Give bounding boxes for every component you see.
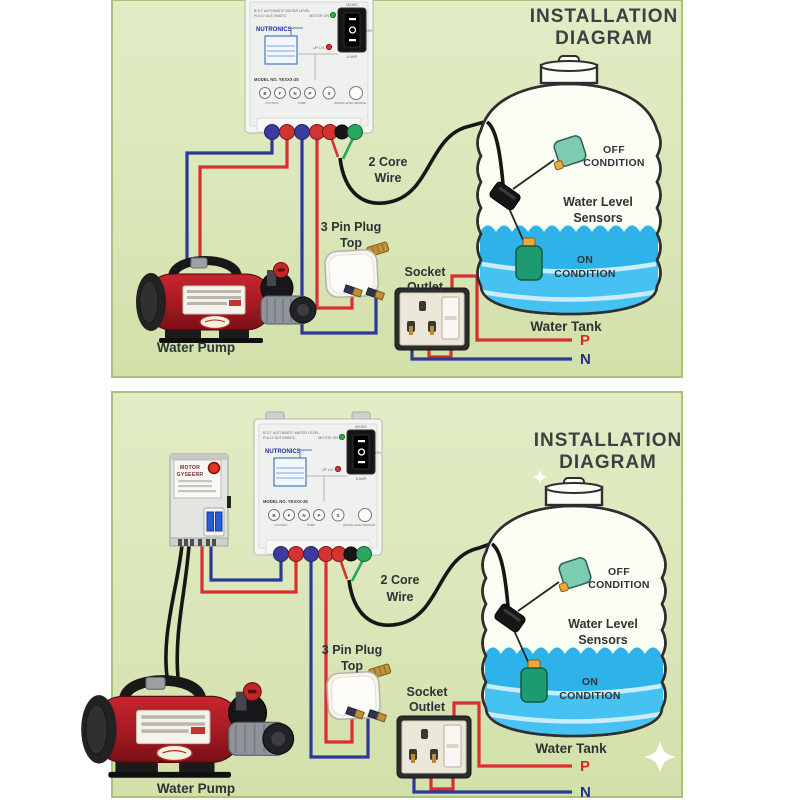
two-core-wire-label: 2 Core xyxy=(381,573,420,587)
plug-label: Top xyxy=(341,659,363,673)
phase-label: P xyxy=(580,332,590,349)
neutral-label: N xyxy=(580,784,591,800)
diagram-panel-top: INSTALLATION DIAGRAM 2 Core Wire 3 Pin P… xyxy=(111,0,683,378)
two-core-cable xyxy=(347,541,494,627)
phase-label: P xyxy=(580,758,590,775)
page-title: INSTALLATION xyxy=(530,6,679,27)
socket-jumper-wire xyxy=(427,350,453,359)
water-pump-label: Water Pump xyxy=(157,340,235,355)
pump-neutral-wire xyxy=(185,134,274,264)
plug-phase-wire xyxy=(324,556,354,744)
socket-outlet-unit xyxy=(396,715,472,779)
neutral-supply-wire xyxy=(410,350,572,361)
two-core-wire-label: 2 Core xyxy=(369,155,408,169)
plug-label: Top xyxy=(340,236,362,250)
controller-unit xyxy=(253,411,383,563)
water-pump-label: Water Pump xyxy=(157,781,235,796)
plug-neutral-wire xyxy=(300,134,378,335)
plug-label: 3 Pin Plug xyxy=(322,643,382,657)
socket-outlet-label: Outlet xyxy=(409,700,446,714)
page-title: INSTALLATION xyxy=(534,430,683,451)
starter-pump-cable xyxy=(164,544,184,685)
neutral-supply-wire xyxy=(412,778,572,794)
controller-unit xyxy=(244,0,374,141)
socket-outlet-label: Socket xyxy=(405,265,447,279)
page-title: DIAGRAM xyxy=(555,28,653,49)
two-core-cable xyxy=(338,119,489,205)
phase-supply-wire xyxy=(452,701,572,768)
pump-phase-wire xyxy=(198,134,289,264)
socket-outlet-label: Socket xyxy=(407,685,449,699)
socket-jumper-wire xyxy=(429,778,455,791)
two-core-wire-label: Wire xyxy=(387,590,414,604)
plug-neutral-wire xyxy=(309,556,370,759)
starter-phase-wire xyxy=(200,545,298,594)
starter-neutral-wire xyxy=(209,545,283,582)
motor-starter-unit xyxy=(169,453,232,547)
two-core-wire-label: Wire xyxy=(375,171,402,185)
socket-outlet-label: Outlet xyxy=(407,280,444,294)
starter-pump-cable xyxy=(175,544,191,679)
page-title: DIAGRAM xyxy=(559,452,657,473)
plug-label: 3 Pin Plug xyxy=(321,220,381,234)
plug-phase-wire xyxy=(315,134,354,310)
socket-outlet-unit xyxy=(394,287,470,351)
neutral-label: N xyxy=(580,351,591,368)
diagram-panel-bottom: INSTALLATION DIAGRAM 2 Core Wire 3 Pin P… xyxy=(81,391,683,800)
